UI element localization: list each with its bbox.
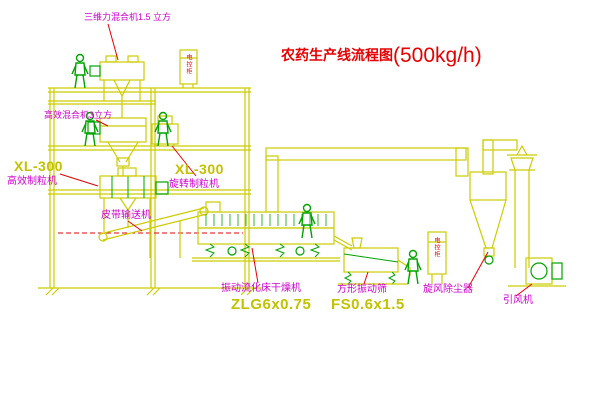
rotary-granulator (151, 115, 179, 146)
label-dryer-name: 振动流化床干燥机 (221, 283, 301, 294)
label-fan-name: 引风机 (503, 295, 533, 306)
label-screen-model: FS0.6x1.5 (331, 296, 405, 313)
label-belt-conveyor: 皮带输送机 (101, 210, 151, 221)
exhaust-stack-fan (507, 144, 566, 287)
fluidbed-dryer (192, 201, 340, 262)
duct-system (265, 139, 518, 213)
label-granulator-left-name: 高效制粒机 (7, 176, 57, 187)
mixer-high-efficiency (87, 117, 147, 176)
granulator-xl300 (99, 167, 169, 232)
cabinet-2-text: 电控柜 (433, 237, 439, 258)
mixer-3d (89, 55, 145, 118)
worker-figure (404, 249, 422, 285)
worker-figure (154, 111, 172, 147)
label-granulator-right-name: 旋转制粒机 (169, 179, 219, 190)
vibrating-screen (333, 235, 411, 285)
control-cabinet-2 (427, 231, 447, 284)
worker-figure (298, 203, 316, 239)
belt-conveyor (98, 206, 209, 258)
cyclone (469, 171, 507, 265)
label-screen-name: 方形振动筛 (337, 284, 387, 295)
label-cyclone-name: 旋风除尘器 (423, 284, 473, 295)
worker-figure (71, 53, 89, 89)
page-title: 农药生产线流程图(500kg/h) (281, 44, 482, 68)
label-granulator-right-model: XL-300 (175, 161, 224, 177)
label-mixer-mid: 高效混合机3立方 (44, 110, 113, 120)
cabinet-1-text: 电控柜 (185, 54, 191, 75)
control-cabinet-1 (179, 49, 198, 88)
label-granulator-left-model: XL-300 (14, 158, 63, 174)
leader-lines (59, 23, 533, 297)
building-frame (38, 87, 262, 296)
workers (71, 53, 422, 285)
label-dryer-model: ZLG6x0.75 (231, 296, 312, 313)
page-title-capacity: (500kg/h) (393, 44, 482, 67)
label-mixer-top: 三维力混合机1.5 立方 (84, 12, 172, 22)
page-title-cn: 农药生产线流程图 (281, 47, 393, 63)
